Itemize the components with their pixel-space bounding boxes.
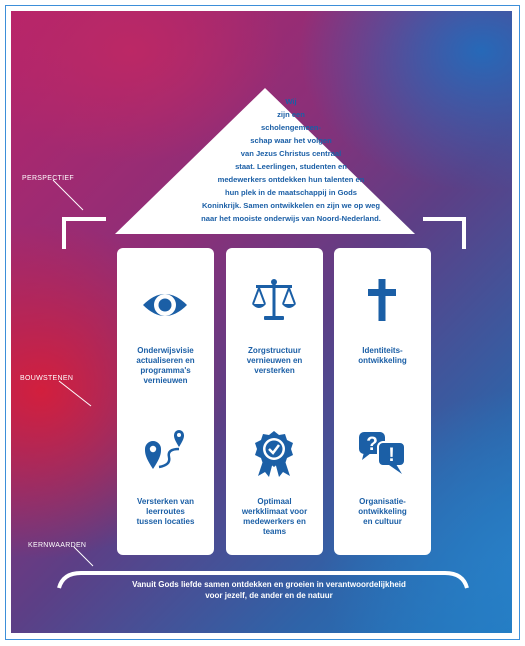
label-line: medewerkers en: [243, 517, 306, 526]
label-line: Optimaal: [257, 497, 292, 506]
eye-icon: [143, 294, 187, 316]
route-pin-icon: [145, 430, 184, 469]
mission-line: scholengemeen-: [261, 123, 321, 132]
pillar-card-3: Identiteits- ontwikkeling ? ! Organisati…: [334, 248, 431, 555]
label-line: tussen locaties: [136, 517, 195, 526]
house-outline: [52, 88, 469, 589]
bouwstenen-label: BOUWSTENEN: [20, 375, 74, 382]
label-line: vernieuwen en: [246, 356, 303, 365]
award-badge-icon: [255, 431, 293, 477]
mission-line: hun plek in de maatschappij in Gods: [224, 188, 358, 197]
label-line: vernieuwen: [143, 376, 188, 385]
mission-poster: PERSPECTIEF BOUWSTENEN KERNWAARDEN Wij z…: [11, 11, 512, 633]
label-line: versterken: [254, 366, 295, 375]
mission-line: Koninkrijk. Samen ontwikkelen en zijn we…: [201, 201, 381, 210]
mission-line: schap waar het volgen: [250, 136, 332, 145]
roof-triangle: [115, 88, 415, 234]
label-line: leerroutes: [146, 507, 185, 516]
left-eave: [62, 217, 106, 249]
foundation-curve: [57, 571, 469, 589]
mission-line: naar het mooiste onderwijs van Noord-Ned…: [201, 214, 381, 223]
core-values-statement: Vanuit Gods liefde samen ontdekken en gr…: [71, 579, 467, 601]
label-line: Identiteits-: [362, 346, 403, 355]
label-line: Organisatie-: [359, 497, 406, 506]
pillar-card-2: Zorgstructuur vernieuwen en versterken O…: [226, 248, 323, 555]
right-eave: [423, 217, 466, 249]
mission-line: staat. Leerlingen, studenten en: [235, 162, 347, 171]
mission-statement: Wij zijn een scholengemeen- schap waar h…: [176, 95, 406, 225]
label-line: Zorgstructuur: [248, 346, 301, 355]
mission-line: Wij: [285, 97, 297, 106]
footer-line: Vanuit Gods liefde samen ontdekken en gr…: [132, 580, 406, 589]
label-line: Onderwijsvisie: [137, 346, 194, 355]
kernwaarden-label: KERNWAARDEN: [28, 542, 87, 549]
mission-line: medewerkers ontdekken hun talenten en: [217, 175, 365, 184]
kernwaarden-pointer: [73, 546, 94, 567]
pillar-2-top-label: Zorgstructuur vernieuwen en versterken: [230, 346, 319, 376]
pillar-card-1: Onderwijsvisie actualiseren en programma…: [117, 248, 214, 555]
label-line: ontwikkeling: [358, 356, 407, 365]
perspectief-label: PERSPECTIEF: [22, 175, 74, 182]
pillar-3-top-label: Identiteits- ontwikkeling: [338, 346, 427, 366]
mission-line: van Jezus Christus centraal: [240, 149, 342, 158]
scales-icon: [252, 279, 296, 320]
label-line: werkklimaat voor: [241, 507, 308, 516]
label-line: Versterken van: [137, 497, 194, 506]
svg-text:?: ?: [366, 434, 378, 455]
bouwstenen-pointer: [58, 380, 92, 407]
label-line: ontwikkeling: [358, 507, 407, 516]
svg-text:!: !: [388, 445, 394, 466]
label-line: en cultuur: [363, 517, 402, 526]
label-line: programma's: [140, 366, 191, 375]
speech-bubbles-icon: ? !: [359, 432, 406, 474]
pillar-1-bottom-label: Versterken van leerroutes tussen locatie…: [121, 497, 210, 527]
pillar-1-top-label: Onderwijsvisie actualiseren en programma…: [121, 346, 210, 386]
footer-line: voor jezelf, de ander en de natuur: [205, 591, 333, 600]
mission-line: zijn een: [277, 110, 305, 119]
label-line: teams: [262, 527, 287, 536]
perspectief-pointer: [52, 179, 84, 211]
cross-icon: [368, 279, 396, 321]
pillar-2-bottom-label: Optimaal werkklimaat voor medewerkers en…: [230, 497, 319, 537]
pillar-3-bottom-label: Organisatie- ontwikkeling en cultuur: [338, 497, 427, 527]
label-line: actualiseren en: [136, 356, 195, 365]
